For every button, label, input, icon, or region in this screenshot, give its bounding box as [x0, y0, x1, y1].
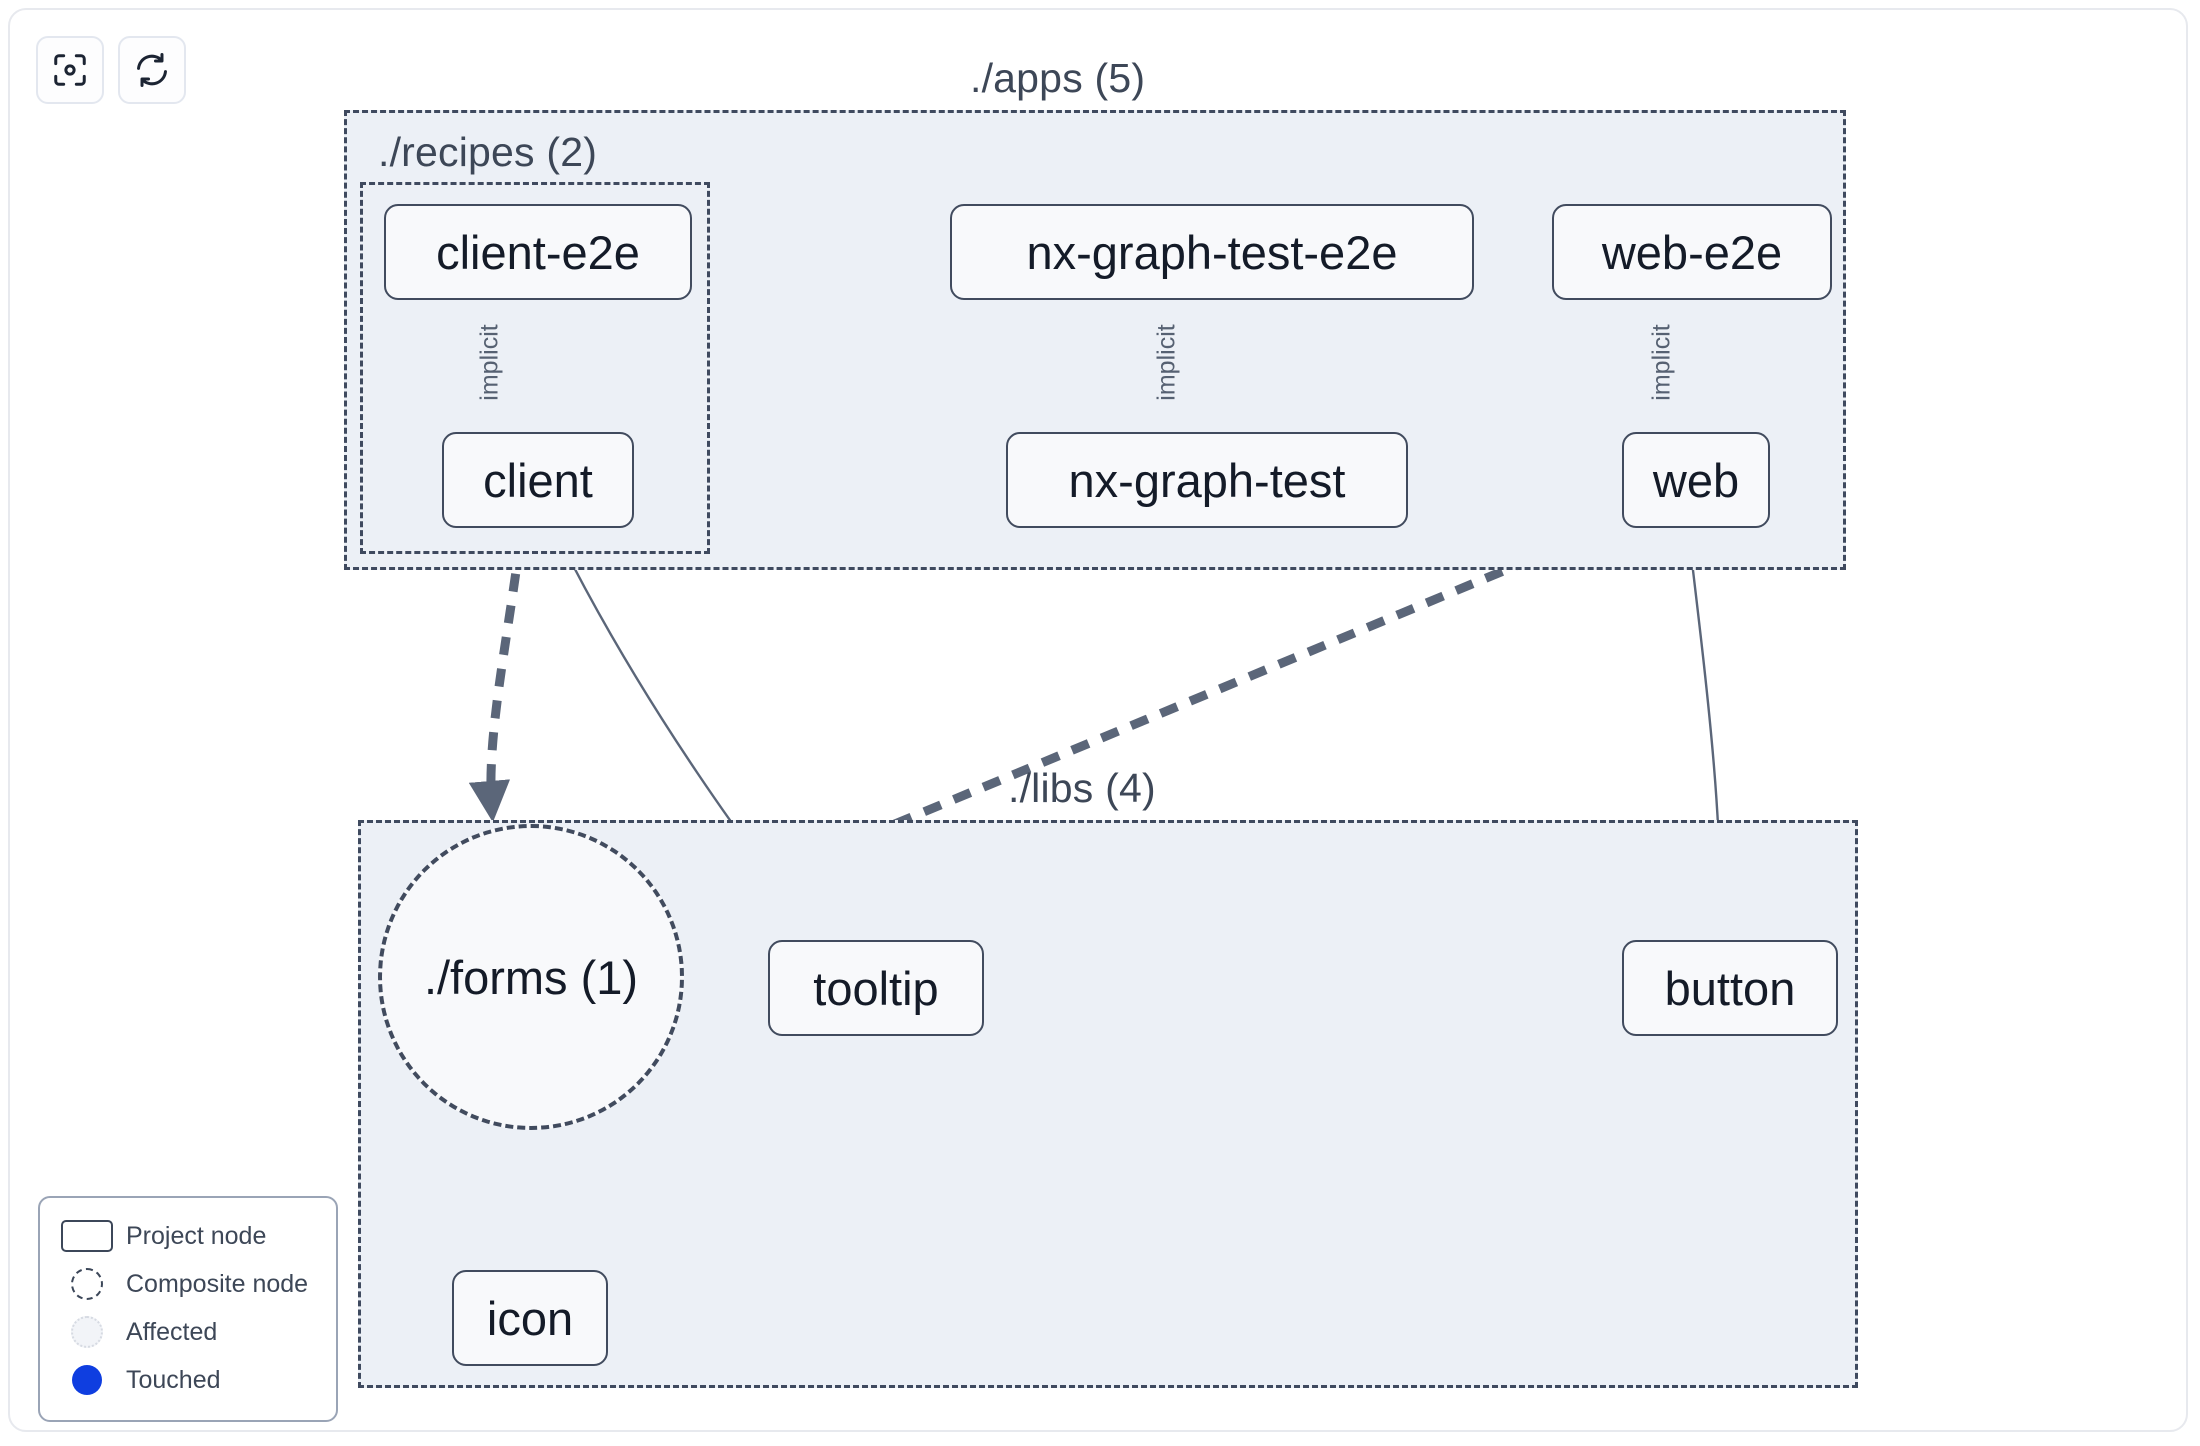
legend-item-project-node: Project node [56, 1212, 320, 1260]
node-web-e2e[interactable]: web-e2e [1552, 204, 1832, 300]
node-tooltip[interactable]: tooltip [768, 940, 984, 1036]
edge-web-to-forms[interactable] [690, 505, 1652, 913]
node-web[interactable]: web [1622, 432, 1770, 528]
node-label-web: web [1652, 453, 1740, 507]
group-label-libs: ./libs (4) [1008, 765, 1156, 811]
node-button[interactable]: button [1622, 940, 1838, 1036]
refresh-icon [133, 51, 171, 89]
group-label-recipes: ./recipes (2) [378, 129, 598, 175]
affected-swatch [56, 1316, 118, 1348]
group-label-apps: ./apps (5) [970, 55, 1146, 101]
node-label-client-e2e: client-e2e [436, 225, 640, 279]
node-label-icon: icon [486, 1291, 574, 1345]
legend-label-project-node: Project node [126, 1221, 267, 1250]
edge-client-to-forms[interactable] [468, 541, 525, 823]
legend-item-affected: Affected [56, 1308, 320, 1356]
node-label-client: client [483, 453, 593, 507]
node-icon[interactable]: icon [452, 1270, 608, 1366]
graph-legend: Project node Composite node Affected Tou… [38, 1196, 338, 1422]
node-nx-graph-test-e2e[interactable]: nx-graph-test-e2e [950, 204, 1474, 300]
node-client-e2e[interactable]: client-e2e [384, 204, 692, 300]
composite-node-swatch [56, 1268, 118, 1300]
edge-label-web-e2e-web: implicit [1647, 324, 1676, 401]
node-label-web-e2e: web-e2e [1601, 225, 1783, 279]
node-label-nx-graph-test: nx-graph-test [1068, 453, 1346, 507]
node-label-button: button [1664, 961, 1796, 1015]
node-forms-composite[interactable]: ./forms (1) [378, 824, 684, 1130]
legend-label-touched: Touched [126, 1365, 221, 1394]
graph-toolbar [36, 36, 186, 104]
legend-label-affected: Affected [126, 1317, 218, 1346]
node-client[interactable]: client [442, 432, 634, 528]
legend-label-composite-node: Composite node [126, 1269, 309, 1298]
node-label-tooltip: tooltip [813, 961, 939, 1015]
legend-item-composite-node: Composite node [56, 1260, 320, 1308]
edge-label-client-e2e-client: implicit [475, 324, 504, 401]
touched-swatch [56, 1365, 118, 1395]
focus-target-icon [51, 51, 89, 89]
legend-item-touched: Touched [56, 1356, 320, 1404]
node-label-nx-graph-test-e2e: nx-graph-test-e2e [1026, 225, 1398, 279]
node-label-forms: ./forms (1) [423, 950, 639, 1004]
focus-graph-button[interactable] [36, 36, 104, 104]
node-nx-graph-test[interactable]: nx-graph-test [1006, 432, 1408, 528]
project-node-swatch [56, 1220, 118, 1252]
refresh-graph-button[interactable] [118, 36, 186, 104]
edge-label-nx-graph-test-e2e-nx-graph-test: implicit [1152, 324, 1181, 401]
